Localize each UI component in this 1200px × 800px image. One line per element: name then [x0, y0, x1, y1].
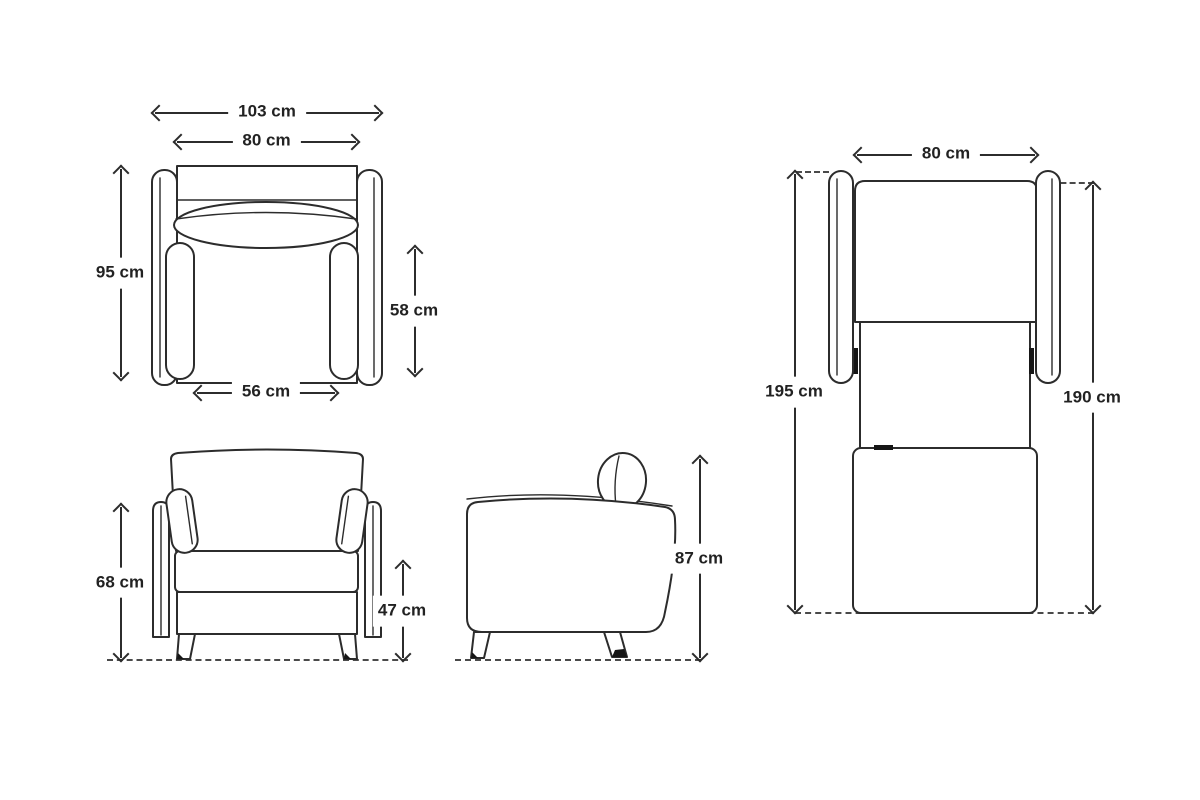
- bed-end-section: [852, 447, 1038, 614]
- bed-top-view-drawing: [828, 170, 1061, 614]
- left-arm-cushion-top: [165, 242, 195, 380]
- body-side: [466, 497, 677, 633]
- right-hinge-mark: [1029, 348, 1034, 374]
- arrowhead-down-icon: [406, 360, 424, 378]
- seat-cushion-front: [174, 550, 359, 593]
- dim-label: 47 cm: [372, 595, 432, 627]
- dim-label: 103 cm: [228, 101, 306, 123]
- bed-left-arm: [828, 170, 854, 384]
- left-hinge-mark: [853, 348, 858, 374]
- bed-top-left-extension-line: [796, 171, 829, 173]
- arrowhead-left-icon: [172, 133, 190, 151]
- front-view-floor-line: [107, 659, 408, 661]
- back-cushion-seam: [175, 211, 357, 220]
- arrowhead-up-icon: [112, 164, 130, 182]
- bed-right-arm: [1035, 170, 1061, 384]
- chair-front-view-drawing: [152, 448, 382, 660]
- arrowhead-right-icon: [366, 104, 384, 122]
- bed-top-right-extension-line: [1042, 182, 1094, 184]
- arrowhead-right-icon: [343, 133, 361, 151]
- chair-side-view-drawing: [466, 452, 677, 659]
- arrowhead-left-icon: [150, 104, 168, 122]
- dim-label: 95 cm: [90, 257, 150, 289]
- dim-label: 80 cm: [232, 130, 301, 152]
- front-left-leg: [176, 633, 196, 660]
- right-arm-cushion-top: [329, 242, 359, 380]
- backrest-front: [170, 448, 364, 552]
- dim-label: 68 cm: [90, 567, 150, 598]
- chair-top-view-drawing: [151, 165, 383, 386]
- side-front-foot: [471, 652, 478, 658]
- arm-rail-line: [466, 494, 673, 507]
- left-arm-cushion-front: [165, 488, 199, 554]
- dim-label: 195 cm: [760, 376, 828, 408]
- arrowhead-down-icon: [112, 364, 130, 382]
- side-back-foot: [612, 649, 627, 657]
- bed-middle-section: [859, 321, 1031, 449]
- dim-label: 190 cm: [1058, 382, 1126, 413]
- side-view-floor-line: [455, 659, 701, 661]
- front-right-foot: [344, 653, 351, 659]
- bed-backrest-section: [854, 180, 1038, 323]
- side-front-leg: [470, 631, 491, 659]
- base-front: [176, 591, 358, 635]
- dim-label: 87 cm: [669, 543, 729, 574]
- front-right-leg: [338, 633, 358, 660]
- back-cushion-top: [173, 201, 359, 249]
- arrowhead-up-icon: [406, 244, 424, 262]
- front-left-foot: [177, 653, 184, 659]
- latch-mark: [874, 445, 893, 450]
- right-arm-top: [356, 169, 383, 386]
- dim-label: 80 cm: [911, 143, 981, 165]
- dim-label: 56 cm: [231, 381, 301, 403]
- dim-label: 58 cm: [384, 295, 444, 327]
- right-arm-cushion-front: [335, 488, 369, 554]
